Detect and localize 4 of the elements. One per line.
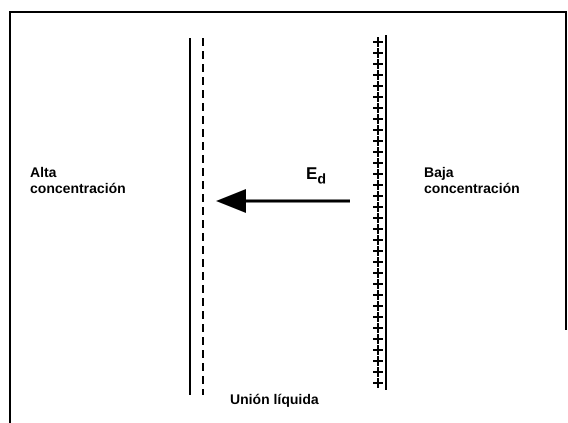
region-label: Alta concentración xyxy=(30,164,127,196)
region-label: Baja concentración xyxy=(424,164,521,196)
field-label: E$_{d}$ xyxy=(306,164,326,190)
junction-label: Unión líquida xyxy=(230,391,319,407)
